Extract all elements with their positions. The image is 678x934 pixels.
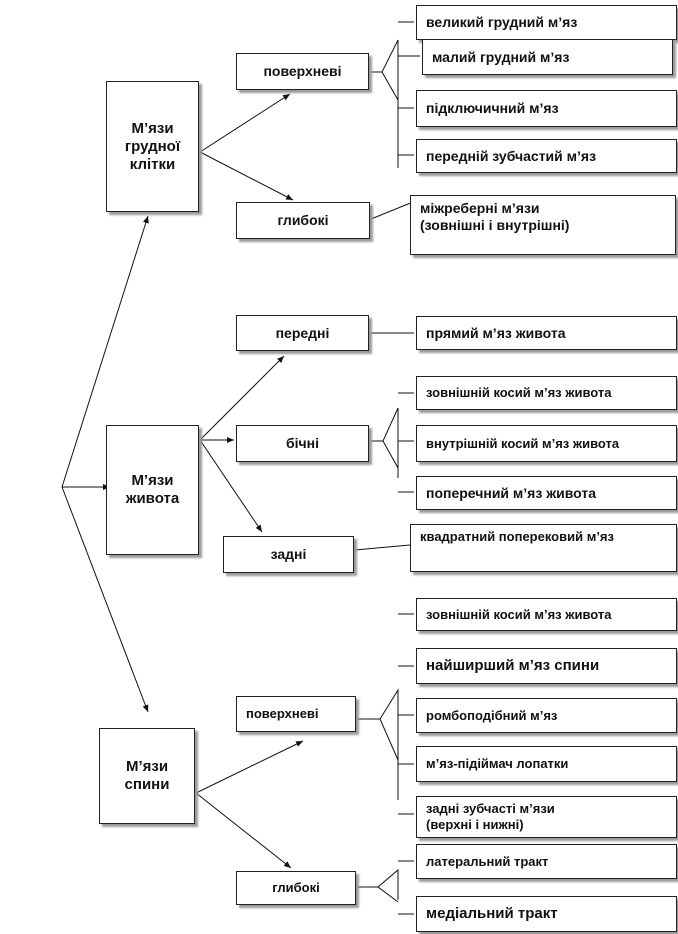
chest-deep-box: глибокі xyxy=(236,202,370,239)
back-superficial-item-1: зовнішній косий м’яз живота xyxy=(416,598,677,631)
abdomen-lateral-box: бічні xyxy=(236,425,369,462)
arrow-back-superficial xyxy=(195,740,304,794)
arrow-abdomen-anterior xyxy=(199,355,285,441)
chest-superficial-box: поверхневі xyxy=(236,53,369,90)
abdomen-muscles-box: М’язи живота xyxy=(106,425,199,555)
chest-superficial-item-3: підключичний м’яз xyxy=(416,90,677,127)
back-muscles-box: М’язи спини xyxy=(99,728,195,824)
brace-back-deep xyxy=(356,860,414,915)
back-superficial-item-4: м’яз-підіймач лопатки xyxy=(416,746,677,782)
abdomen-lateral-item-3: поперечний м’яз живота xyxy=(416,476,677,510)
abdomen-anterior-item-1: прямий м’яз живота xyxy=(416,316,677,350)
arrow-back-deep xyxy=(195,792,292,869)
abdomen-anterior-box: передні xyxy=(236,315,369,351)
brace-back-superficial xyxy=(356,613,414,815)
abdomen-posterior-box: задні xyxy=(223,536,354,573)
brace-abdomen-lateral xyxy=(370,392,414,493)
abdomen-posterior-item-1: квадратний поперековий м’яз xyxy=(410,524,677,572)
arrow-root-back xyxy=(61,486,149,713)
abdomen-lateral-item-1: зовнішній косий м’яз живота xyxy=(416,376,677,410)
line-abdomen-posterior xyxy=(354,544,411,551)
abdomen-lateral-item-2: внутрішній косий м’яз живота xyxy=(416,425,677,462)
chest-superficial-item-4: передній зубчастий м’яз xyxy=(416,139,677,173)
chest-superficial-item-2: малий грудний м’яз xyxy=(422,39,673,75)
back-superficial-item-3: ромбоподібний м’яз xyxy=(416,698,677,733)
arrow-chest-deep xyxy=(199,151,294,201)
chest-superficial-item-1: великий грудний м’яз xyxy=(416,5,677,40)
brace-chest-superficial xyxy=(370,21,420,168)
arrow-abdomen-posterior xyxy=(199,439,263,533)
back-deep-box: глибокі xyxy=(236,871,356,905)
arrow-root-chest xyxy=(61,215,149,488)
back-superficial-item-2: найширший м’яз спини xyxy=(416,648,677,684)
chest-deep-item-1: міжреберні м’язи (зовнішні і внутрішні) xyxy=(410,195,676,255)
back-superficial-item-5: задні зубчасті м’язи (верхні і нижні) xyxy=(416,796,677,838)
back-superficial-box: поверхневі xyxy=(236,696,356,732)
back-deep-item-2: медіальний тракт xyxy=(416,896,677,932)
arrow-chest-superficial xyxy=(199,93,291,153)
back-deep-item-1: латеральний тракт xyxy=(416,844,677,879)
chest-muscles-box: М’язи грудної клітки xyxy=(106,81,199,212)
